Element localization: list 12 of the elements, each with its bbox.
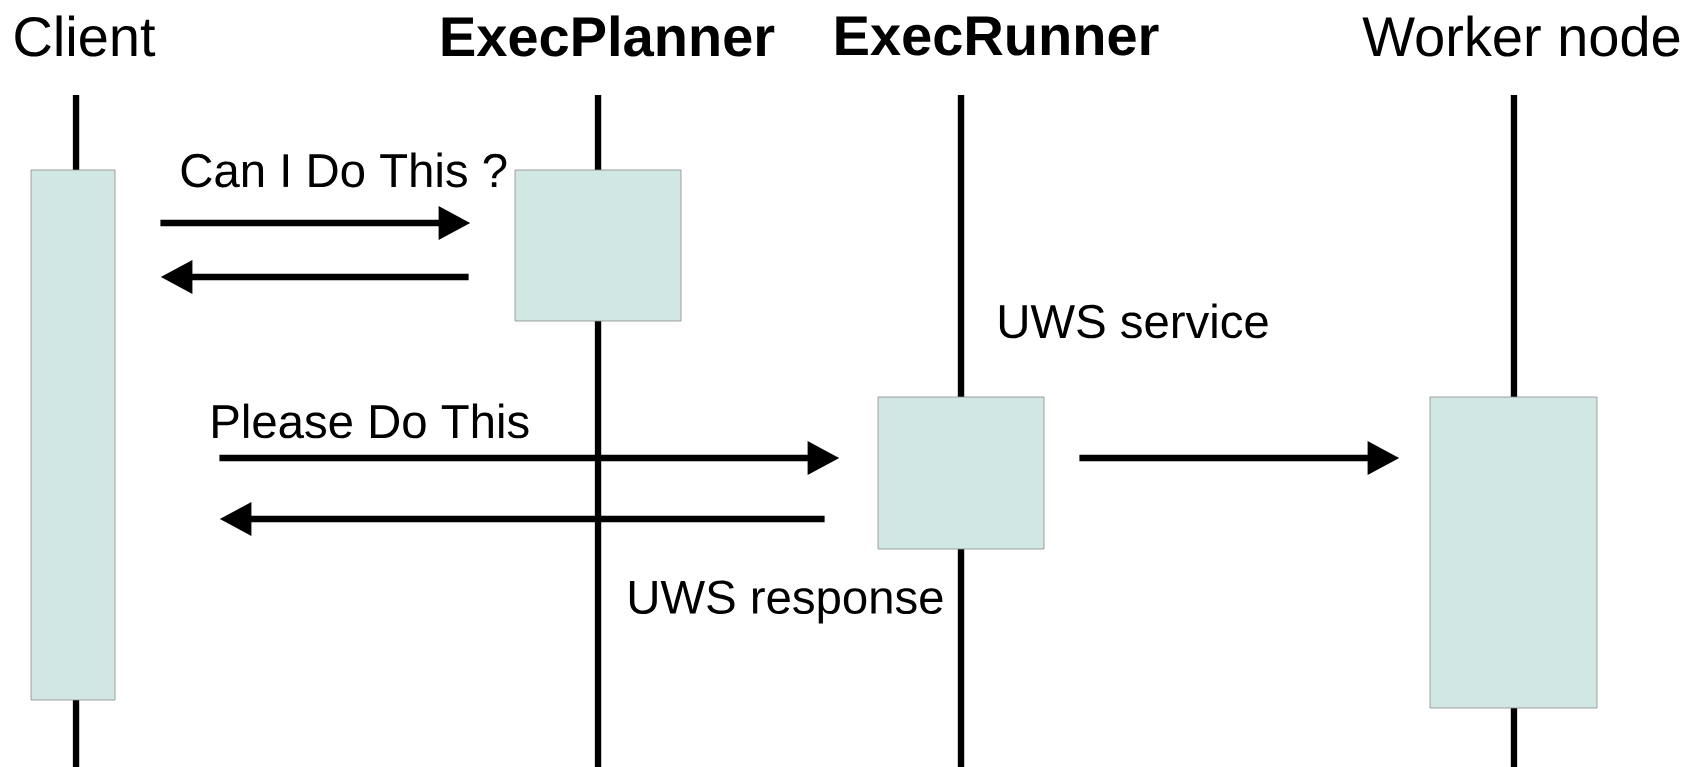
activation-box [1429,396,1598,709]
lifeline-header: ExecPlanner [442,15,775,57]
edge-label: Can I Do This ? [181,152,507,188]
lifeline-header: ExecRunner [836,16,1159,56]
service-label: UWS service [999,303,1268,339]
edge-label: UWS response [629,580,943,624]
lifeline-header: Worker node [1362,15,1680,57]
activation-box [877,396,1045,550]
activation-box [30,169,116,701]
activation-box [514,169,682,322]
lifeline-header: Client [15,15,156,57]
edge-label: Please Do This [213,403,529,439]
